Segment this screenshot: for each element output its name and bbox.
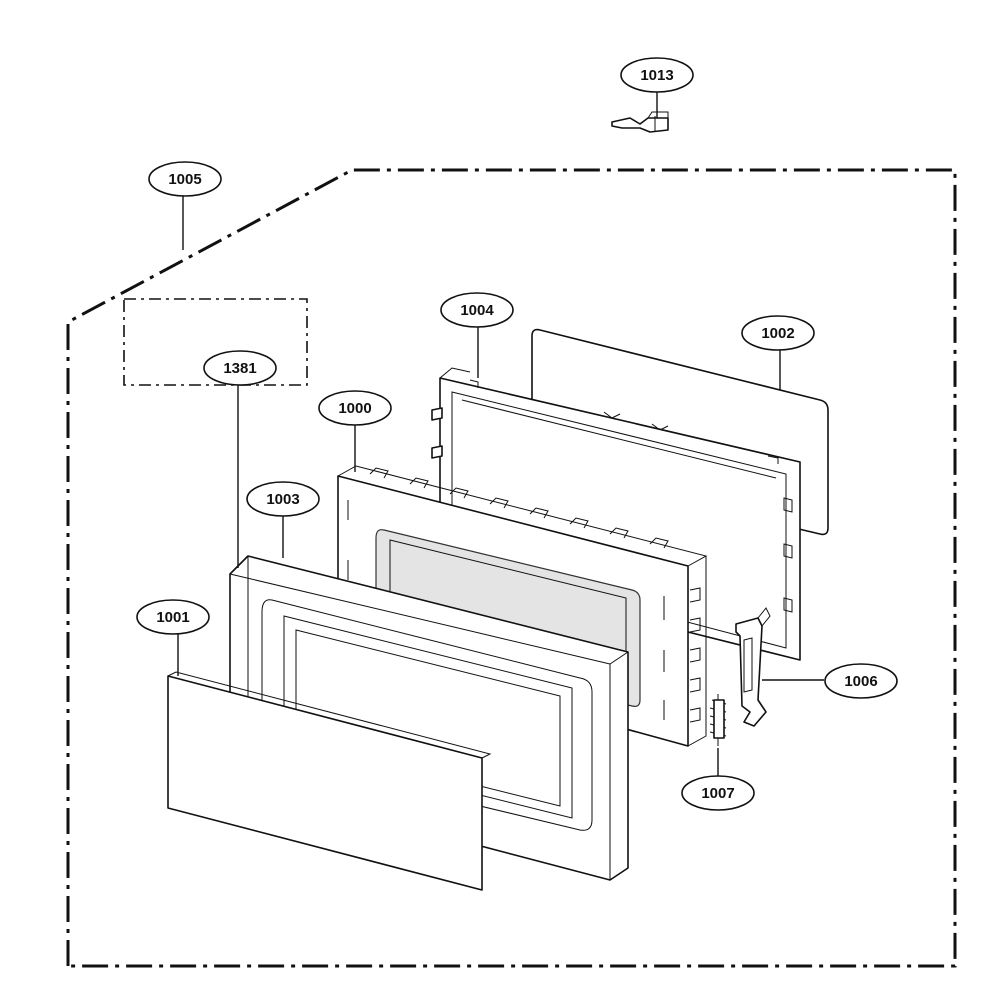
callout-label: 1013	[640, 67, 673, 84]
callout-1006: 1006	[824, 663, 898, 699]
callout-label: 1000	[338, 400, 371, 417]
callout-1003: 1003	[246, 481, 320, 517]
callout-1000: 1000	[318, 390, 392, 426]
callout-1013: 1013	[620, 57, 694, 93]
callout-label: 1381	[223, 360, 256, 377]
callout-label: 1001	[156, 609, 189, 626]
callout-label: 1006	[844, 673, 877, 690]
part-1006-hook	[735, 607, 771, 727]
assembly-boundary	[66, 168, 957, 968]
callout-label: 1007	[701, 785, 734, 802]
callout-1004: 1004	[440, 292, 514, 328]
callout-label: 1003	[266, 491, 299, 508]
callout-label: 1002	[761, 325, 794, 342]
callout-label: 1004	[460, 302, 494, 319]
callout-1007: 1007	[681, 775, 755, 811]
callout-1005: 1005	[148, 161, 222, 197]
leader-lines	[177, 92, 824, 776]
callout-1001: 1001	[136, 599, 210, 635]
part-1001-front-panel	[167, 671, 492, 891]
callout-1381: 1381	[203, 350, 277, 386]
callout-label: 1005	[168, 171, 201, 188]
part-1007-spring	[709, 694, 727, 746]
callout-1002: 1002	[741, 315, 815, 351]
part-1013-clip	[611, 111, 669, 133]
sub-assembly-box	[123, 298, 308, 386]
